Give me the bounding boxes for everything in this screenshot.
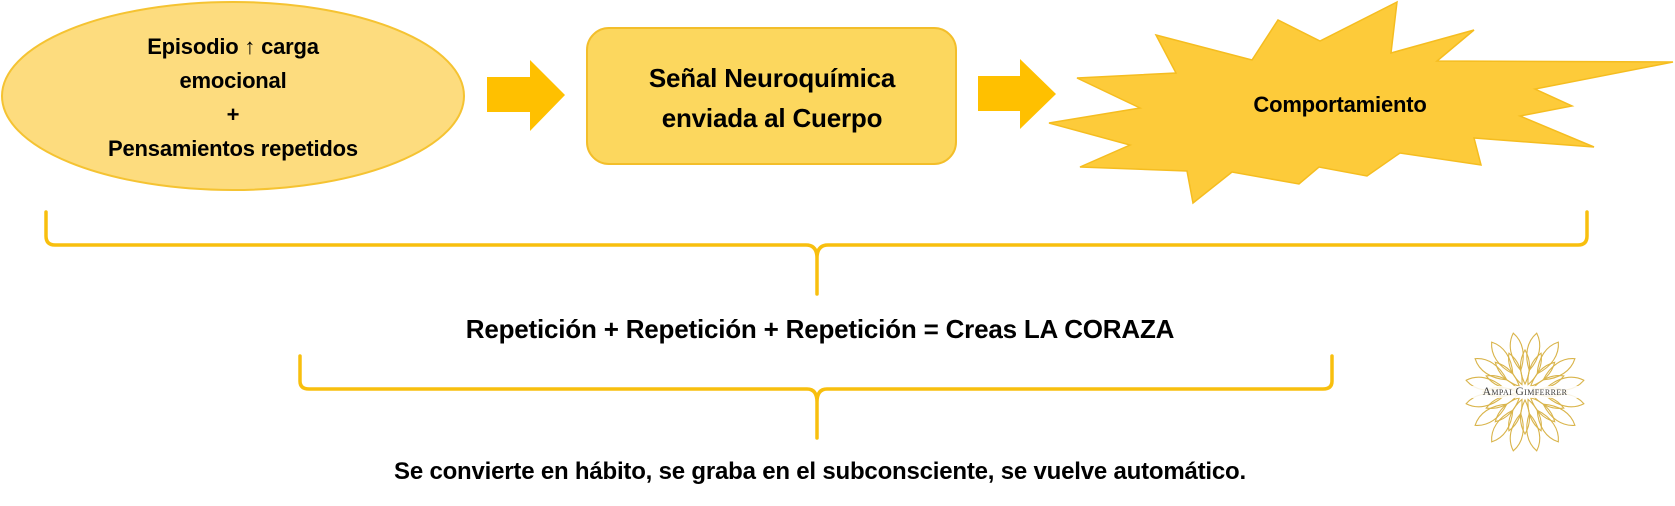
signal-box	[586, 27, 957, 165]
episode-node-label: Episodio ↑ carga emocional + Pensamiento…	[0, 30, 466, 166]
curly-bracket-bottom	[298, 354, 1334, 440]
behavior-explosion-star	[1048, 0, 1674, 205]
behavior-line-1: Comportamiento	[1253, 92, 1427, 117]
behavior-node-label: Comportamiento	[1140, 90, 1540, 120]
lotus-flower-icon	[1465, 332, 1585, 452]
episode-line-2: emocional	[179, 68, 287, 93]
right-arrow-icon	[978, 59, 1056, 129]
right-arrow-icon	[487, 60, 565, 131]
episode-line-4: Pensamientos repetidos	[108, 136, 358, 161]
logo-wordmark: Ampai Gimferrer	[1465, 386, 1585, 398]
signal-line-1: Señal Neuroquímica	[648, 63, 896, 93]
episode-ellipse	[1, 1, 465, 191]
episode-line-1: Episodio ↑ carga	[147, 34, 319, 59]
repetition-equation: Repetición + Repetición + Repetición = C…	[465, 314, 1175, 344]
curly-bracket-top	[44, 210, 1589, 296]
signal-node-label: Señal Neuroquímica enviada al Cuerpo	[587, 58, 957, 138]
signal-line-2: enviada al Cuerpo	[661, 103, 883, 133]
episode-line-3: +	[226, 102, 240, 127]
habit-result-text: Se convierte en hábito, se graba en el s…	[394, 458, 1246, 485]
